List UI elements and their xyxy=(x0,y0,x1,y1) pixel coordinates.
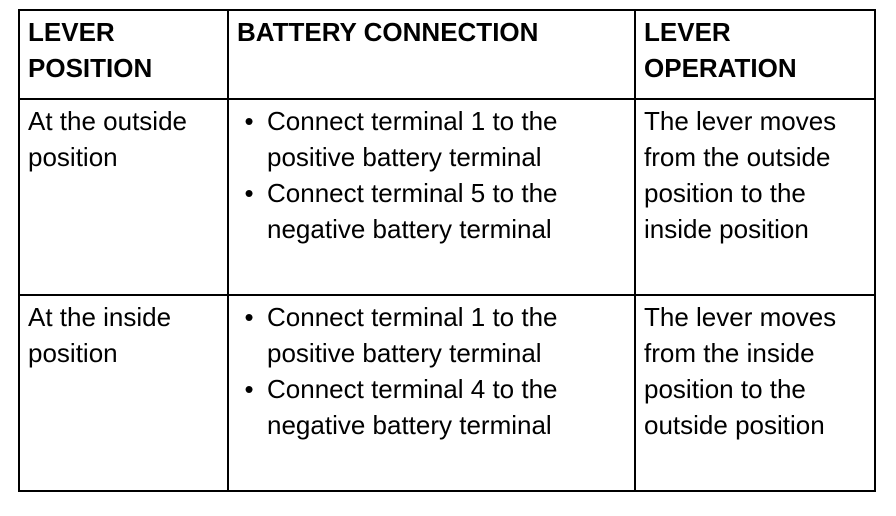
header-lever-operation: LEVER OPERATION xyxy=(634,9,876,100)
connection-list: • Connect terminal 1 to the positive batt… xyxy=(237,103,626,247)
bullet-dot-icon: • xyxy=(244,302,254,332)
connection-text: Connect terminal 5 to the negative batte… xyxy=(267,178,558,244)
list-item: • Connect terminal 1 to the positive batt… xyxy=(237,103,626,175)
list-item: • Connect terminal 4 to the negative batt… xyxy=(237,371,626,443)
list-item: • Connect terminal 5 to the negative batt… xyxy=(237,175,626,247)
table-row: At the outside position • Connect termina… xyxy=(18,98,876,296)
lever-operation-cell: The lever moves from the inside position… xyxy=(634,294,876,492)
bullet-dot-icon: • xyxy=(244,374,254,404)
connection-text: Connect terminal 1 to the positive batte… xyxy=(267,106,558,172)
bullet-dot-icon: • xyxy=(244,106,254,136)
table-header-row: LEVER POSITION BATTERY CONNECTION LEVER … xyxy=(18,9,876,100)
bullet-dot-icon: • xyxy=(244,178,254,208)
connection-list: • Connect terminal 1 to the positive batt… xyxy=(237,299,626,443)
list-item: • Connect terminal 1 to the positive batt… xyxy=(237,299,626,371)
connection-text: Connect terminal 1 to the positive batte… xyxy=(267,302,558,368)
header-battery-connection: BATTERY CONNECTION xyxy=(227,9,636,100)
connection-text: Connect terminal 4 to the negative batte… xyxy=(267,374,558,440)
header-lever-position: LEVER POSITION xyxy=(18,9,229,100)
lever-operation-table: LEVER POSITION BATTERY CONNECTION LEVER … xyxy=(18,9,876,492)
lever-operation-cell: The lever moves from the outside positio… xyxy=(634,98,876,296)
table-row: At the inside position • Connect terminal… xyxy=(18,294,876,492)
lever-position-cell: At the outside position xyxy=(18,98,229,296)
battery-connection-cell: • Connect terminal 1 to the positive batt… xyxy=(227,98,636,296)
lever-position-cell: At the inside position xyxy=(18,294,229,492)
battery-connection-cell: • Connect terminal 1 to the positive batt… xyxy=(227,294,636,492)
